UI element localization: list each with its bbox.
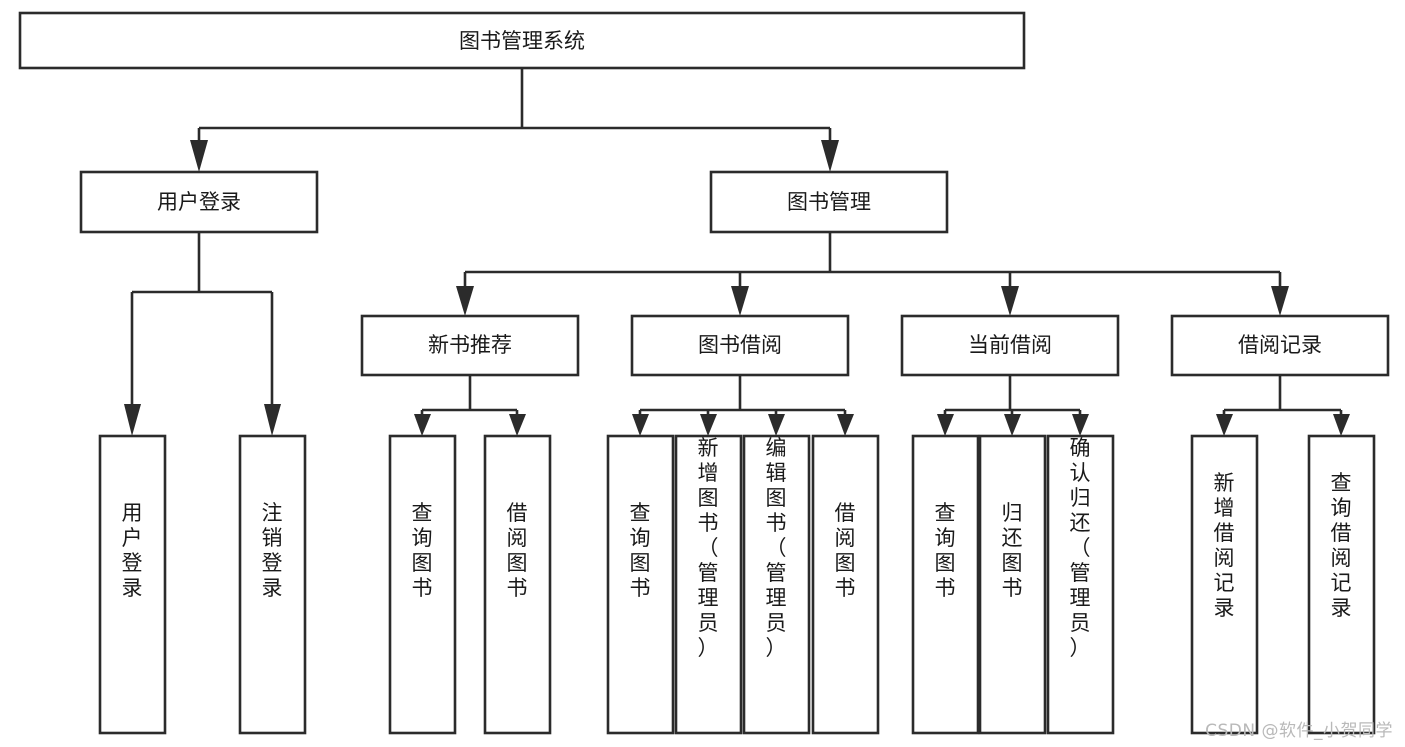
node-box[interactable] — [1190, 434, 1259, 735]
node-label: 当前借阅 — [968, 333, 1052, 357]
arrow-head-icon — [1001, 286, 1019, 316]
node-leaf-borrow-book-2[interactable]: 借阅图书 — [811, 434, 880, 735]
node-box[interactable] — [1046, 434, 1115, 735]
node-box[interactable] — [238, 434, 307, 735]
node-leaf-query-book-3[interactable]: 查询图书 — [911, 434, 980, 735]
arrow-head-icon — [509, 414, 526, 436]
watermark: CSDN @软件_小贺同学 — [1205, 721, 1393, 741]
node-box[interactable] — [79, 170, 319, 234]
arrow-head-icon — [821, 140, 839, 172]
arrow-head-icon — [1072, 414, 1089, 436]
node-leaf-query-record[interactable]: 查询借阅记录 — [1307, 434, 1376, 735]
arrow-head-icon — [1271, 286, 1289, 316]
node-label: 新书推荐 — [428, 333, 512, 357]
node-book-management[interactable]: 图书管理 — [709, 170, 949, 234]
connector-user-login-to-leaves — [124, 232, 281, 436]
node-box[interactable] — [811, 434, 880, 735]
node-current-borrow[interactable]: 当前借阅 — [900, 314, 1120, 377]
node-box[interactable] — [900, 314, 1120, 377]
arrow-head-icon — [1216, 414, 1233, 436]
node-user-login[interactable]: 用户登录 — [79, 170, 319, 234]
node-leaf-borrow-book-1[interactable]: 借阅图书 — [483, 434, 552, 735]
node-box[interactable] — [483, 434, 552, 735]
node-label: 图书借阅 — [698, 333, 782, 357]
node-leaf-confirm-return[interactable]: 确认归还（管理员） — [1046, 434, 1115, 735]
node-label: 查询图书 — [630, 501, 651, 600]
node-label: 确认归还（管理员） — [1070, 436, 1091, 660]
connector-book-borrow-to-leaves — [632, 375, 854, 436]
node-label: 借阅图书 — [507, 501, 528, 600]
connector-new-book-recommend-to-leaves — [414, 375, 526, 436]
arrow-head-icon — [190, 140, 208, 172]
arrow-head-icon — [456, 286, 474, 316]
node-leaf-user-login[interactable]: 用户登录 — [98, 434, 167, 735]
node-label: 新增图书（管理员） — [698, 436, 719, 660]
node-leaf-return-book[interactable]: 归还图书 — [978, 434, 1047, 735]
arrow-head-icon — [414, 414, 431, 436]
arrow-head-icon — [937, 414, 954, 436]
connector-book-management-to-level3 — [456, 232, 1289, 316]
node-label: 用户登录 — [122, 501, 143, 600]
node-box[interactable] — [18, 11, 1026, 70]
node-box[interactable] — [978, 434, 1047, 735]
node-label: 借阅记录 — [1238, 333, 1322, 357]
node-box[interactable] — [360, 314, 580, 377]
arrow-head-icon — [264, 404, 281, 436]
node-label: 图书管理系统 — [459, 29, 585, 53]
arrow-head-icon — [731, 286, 749, 316]
node-label: 图书管理 — [787, 190, 871, 214]
node-label: 查询图书 — [935, 501, 956, 600]
node-label: 用户登录 — [157, 190, 241, 214]
node-label: 注销登录 — [262, 501, 283, 600]
node-leaf-query-book-2[interactable]: 查询图书 — [606, 434, 675, 735]
node-box[interactable] — [674, 434, 743, 735]
node-box[interactable] — [388, 434, 457, 735]
node-leaf-add-record[interactable]: 新增借阅记录 — [1190, 434, 1259, 735]
node-label: 编辑图书（管理员） — [766, 436, 787, 660]
node-label: 查询借阅记录 — [1331, 471, 1352, 620]
node-book-borrow[interactable]: 图书借阅 — [630, 314, 850, 377]
node-box[interactable] — [911, 434, 980, 735]
node-leaf-edit-book[interactable]: 编辑图书（管理员） — [742, 434, 811, 735]
node-label: 查询图书 — [412, 501, 433, 600]
node-leaf-add-book[interactable]: 新增图书（管理员） — [674, 434, 743, 735]
node-label: 归还图书 — [1002, 501, 1023, 600]
node-label: 新增借阅记录 — [1214, 471, 1235, 620]
node-box[interactable] — [1170, 314, 1390, 377]
connector-current-borrow-to-leaves — [937, 375, 1089, 436]
arrow-head-icon — [837, 414, 854, 436]
arrow-head-icon — [700, 414, 717, 436]
node-new-book-recommend[interactable]: 新书推荐 — [360, 314, 580, 377]
arrow-head-icon — [1004, 414, 1021, 436]
node-box[interactable] — [630, 314, 850, 377]
arrow-head-icon — [124, 404, 141, 436]
node-label: 借阅图书 — [835, 501, 856, 600]
arrow-head-icon — [1333, 414, 1350, 436]
node-box[interactable] — [742, 434, 811, 735]
connector-borrow-record-to-leaves — [1216, 375, 1350, 436]
arrow-head-icon — [632, 414, 649, 436]
node-box[interactable] — [98, 434, 167, 735]
node-leaf-query-book-1[interactable]: 查询图书 — [388, 434, 457, 735]
node-box[interactable] — [1307, 434, 1376, 735]
node-borrow-record[interactable]: 借阅记录 — [1170, 314, 1390, 377]
arrow-head-icon — [768, 414, 785, 436]
node-root[interactable]: 图书管理系统 — [18, 11, 1026, 70]
connector-root-to-level2 — [190, 68, 839, 172]
node-leaf-logout-login[interactable]: 注销登录 — [238, 434, 307, 735]
node-box[interactable] — [709, 170, 949, 234]
node-box[interactable] — [606, 434, 675, 735]
